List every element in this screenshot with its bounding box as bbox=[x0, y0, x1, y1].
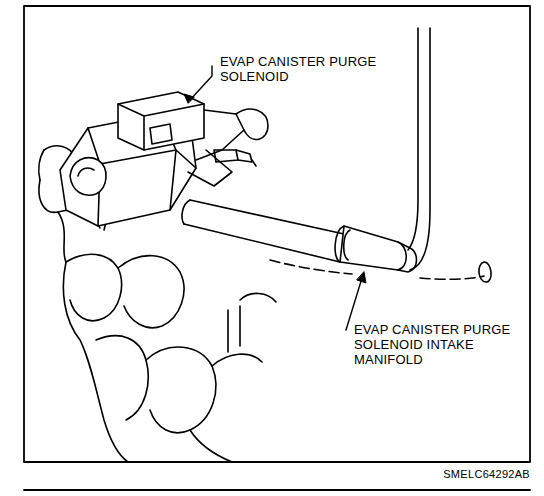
purge-hose bbox=[182, 160, 344, 262]
purge-solenoid bbox=[60, 92, 268, 226]
part-label: EVAP CANISTER PURGE SOLENOID INTAKE MANI… bbox=[354, 322, 526, 367]
intake-manifold bbox=[270, 260, 491, 282]
leader-line bbox=[190, 66, 212, 100]
next-frame-edge bbox=[24, 489, 530, 491]
figure-code: SMELC64292AB bbox=[443, 468, 530, 481]
arrowhead bbox=[184, 94, 194, 103]
part-label: EVAP CANISTER PURGE SOLENOID bbox=[220, 54, 380, 84]
figure-frame bbox=[24, 6, 530, 462]
arrowhead bbox=[357, 272, 366, 283]
